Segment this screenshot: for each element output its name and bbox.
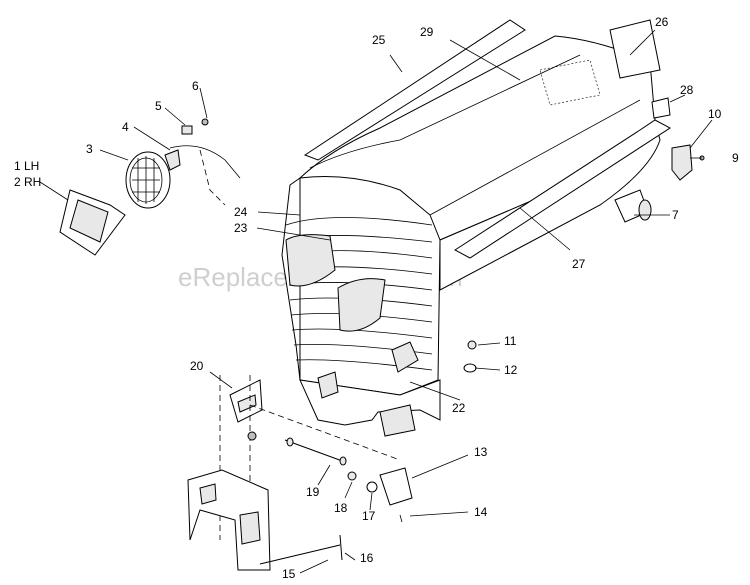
- callout-9: 9: [732, 151, 739, 165]
- decal-28: [651, 97, 671, 119]
- pin-15: [259, 544, 341, 565]
- hood: [281, 35, 661, 437]
- nut-11: [467, 340, 477, 350]
- callout-23: 23: [234, 221, 248, 235]
- callout-11: 11: [504, 334, 517, 348]
- callout-17: 17: [362, 509, 376, 523]
- callout-29: 29: [420, 25, 434, 39]
- washer-12: [463, 363, 477, 373]
- callout-4: 4: [122, 120, 129, 134]
- callout-1: 1 LH: [14, 159, 39, 173]
- mount-bracket: [187, 469, 271, 571]
- callout-3: 3: [86, 142, 93, 156]
- callout-27: 27: [572, 257, 586, 271]
- callout-labels: 1 LH 2 RH 3 4 5 6 7 9 10 11 12 13 14 15 …: [14, 15, 739, 581]
- leader-lines: [39, 29, 713, 574]
- callout-10: 10: [708, 107, 722, 121]
- decal-26: [609, 19, 661, 79]
- callout-13: 13: [474, 445, 488, 459]
- callout-19: 19: [306, 485, 320, 499]
- hinge-bracket-20: [229, 379, 263, 423]
- callout-28: 28: [680, 83, 694, 97]
- callout-16: 16: [360, 551, 374, 565]
- callout-12: 12: [504, 363, 518, 377]
- decal-25: [303, 19, 526, 161]
- headlight-bezel: [59, 189, 126, 256]
- callout-22: 22: [452, 401, 466, 415]
- screw-14: [399, 514, 403, 523]
- headlight-lamp: [125, 149, 181, 209]
- callout-26: 26: [655, 15, 669, 29]
- bumper: [614, 189, 652, 223]
- decal-27: [454, 119, 671, 259]
- bolt-20a: [247, 431, 257, 441]
- callout-20: 20: [190, 359, 204, 373]
- washer-17: [366, 481, 378, 493]
- callout-5: 5: [155, 99, 162, 113]
- spacer-18: [347, 471, 357, 481]
- decal-29: [539, 59, 601, 106]
- hinge-bracket-13: [379, 467, 413, 506]
- pin-16: [339, 534, 343, 561]
- callout-18: 18: [334, 501, 348, 515]
- callout-25: 25: [372, 33, 386, 47]
- hinge-rod-19: [284, 437, 347, 466]
- callout-6: 6: [192, 79, 199, 93]
- callout-14: 14: [474, 505, 488, 519]
- hood-latch: [671, 144, 705, 181]
- headlight-wiring: [169, 118, 241, 206]
- callout-7: 7: [672, 208, 679, 222]
- callout-15: 15: [282, 567, 296, 581]
- callout-2: 2 RH: [14, 175, 41, 189]
- callout-24: 24: [234, 205, 248, 219]
